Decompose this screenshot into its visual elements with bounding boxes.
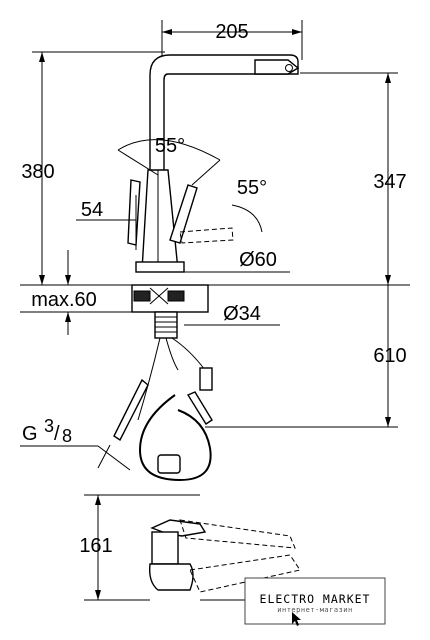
side-height-label: 161 <box>79 535 112 557</box>
base-diameter-label: Ø60 <box>239 249 277 271</box>
spout-height-label: 347 <box>373 171 406 193</box>
handle-rotated-outline <box>179 227 234 244</box>
arrow-head <box>65 275 71 285</box>
angle-arm <box>191 159 221 186</box>
thread-size-denominator: 8 <box>62 426 72 446</box>
angle-arc-top <box>117 139 221 161</box>
angle-side-label: 55° <box>237 177 267 199</box>
thread-pointer <box>97 444 111 469</box>
hose-middle <box>165 337 179 371</box>
watermark-box <box>244 577 386 625</box>
supply-pipe-right <box>186 391 213 425</box>
threaded-shank <box>154 311 178 339</box>
thread-size-slash: / <box>54 423 60 445</box>
max-thickness-label: max.60 <box>31 289 97 311</box>
handle-offset-label: 54 <box>81 199 103 221</box>
arrow-head <box>385 275 391 285</box>
thread-size-prefix: G <box>22 423 38 445</box>
arrow-head <box>39 52 45 62</box>
mount-nut-left <box>133 290 151 302</box>
handle-left <box>127 179 141 246</box>
arrow-head <box>162 29 172 35</box>
side-spout-rotated-outline <box>189 554 301 593</box>
angle-arc-side <box>231 204 263 233</box>
cursor-icon <box>292 612 301 626</box>
arrow-head <box>95 590 101 600</box>
hose-left <box>137 337 161 421</box>
spout-body <box>149 54 299 271</box>
side-body <box>151 531 179 565</box>
mount-hatch <box>149 287 169 305</box>
supply-pipe-left <box>113 378 149 442</box>
hose-connector <box>199 367 213 391</box>
thread-size-numerator: 3 <box>44 416 54 436</box>
faucet-base <box>135 261 185 273</box>
hose-loop <box>138 394 212 482</box>
angle-top-label: 55° <box>155 135 185 157</box>
arrow-head <box>385 417 391 427</box>
angle-arm <box>117 149 159 176</box>
side-spout <box>148 563 194 591</box>
faucet-body <box>141 169 179 271</box>
arrow-head <box>65 312 71 322</box>
arrow-head <box>39 275 45 285</box>
arrow-head <box>95 495 101 505</box>
handle-raised <box>169 184 198 244</box>
mount-nut-right <box>167 290 185 302</box>
hose-length-label: 610 <box>373 345 406 367</box>
spray-nozzle <box>285 64 293 72</box>
arrow-head <box>385 73 391 83</box>
watermark-brand: ELECTRO MARKET <box>260 592 371 606</box>
thread-leader-angled <box>97 445 131 471</box>
watermark-sub: интернет-магазин <box>277 606 352 614</box>
hose-weight <box>157 454 181 474</box>
hole-diameter-label: Ø34 <box>223 303 261 325</box>
hose-right <box>171 337 206 371</box>
arrow-head <box>292 29 302 35</box>
total-height-label: 380 <box>21 161 54 183</box>
spout-reach-label: 205 <box>215 21 248 43</box>
side-handle-rotated-outline <box>179 519 296 549</box>
